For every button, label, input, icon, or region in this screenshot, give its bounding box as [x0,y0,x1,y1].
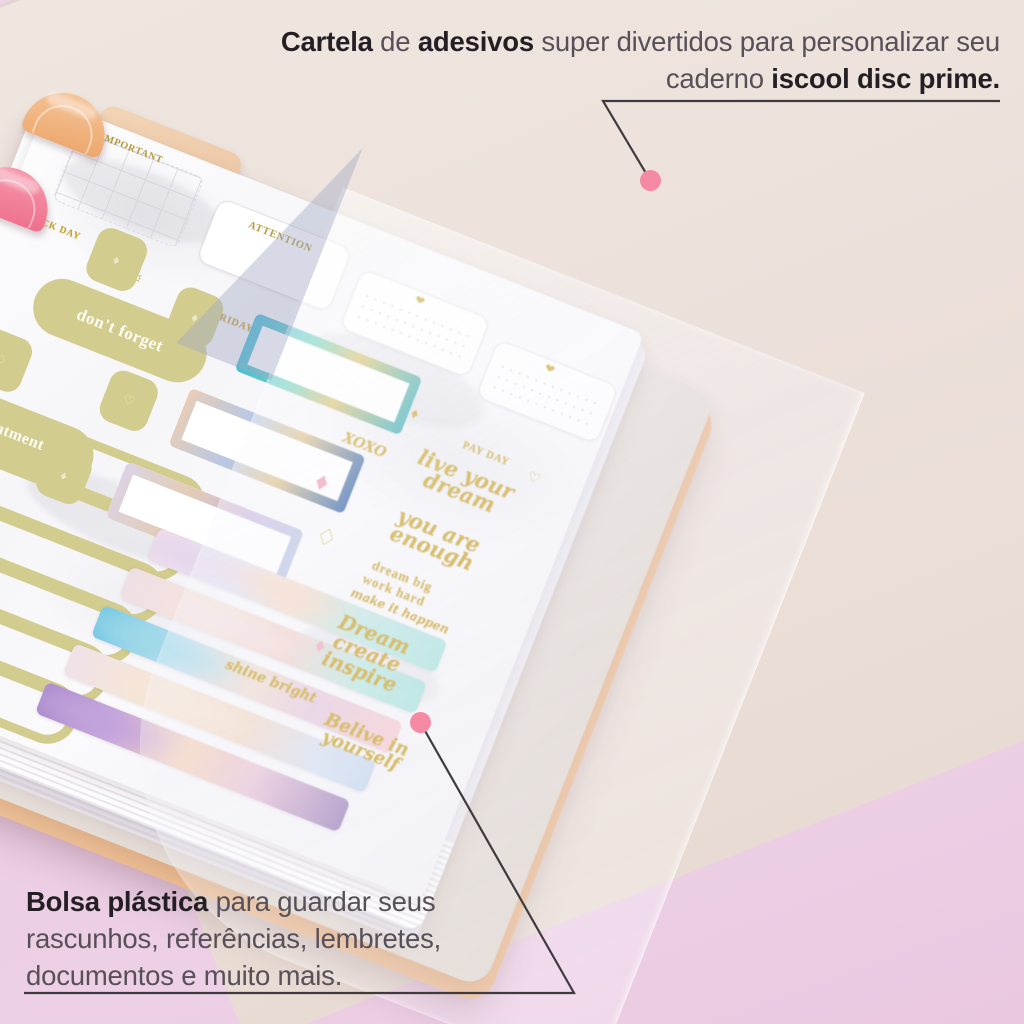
caption-top: Cartela de adesivos super divertidos par… [280,24,1000,98]
caption-top-mid-1: de [372,26,418,57]
callout-dot-top [640,170,661,191]
caption-bottom-bold: Bolsa plástica [26,886,209,917]
caption-bottom: Bolsa plástica para guardar seus rascunh… [26,884,496,995]
caption-top-bold-3: iscool disc prime. [771,62,1000,94]
callout-dot-bottom [410,712,431,733]
caption-top-bold-2: adesivos [417,26,534,57]
caption-top-bold-1: Cartela [280,26,373,57]
olive-icon-sticker: ♡ [95,366,162,436]
olive-icon-sticker: ♢ [0,324,37,396]
caption-bottom-rest: para guardar seus rascunhos, referências… [26,886,442,991]
caption-top-mid-2: super divertidos para personalizar seu c… [533,26,1000,94]
